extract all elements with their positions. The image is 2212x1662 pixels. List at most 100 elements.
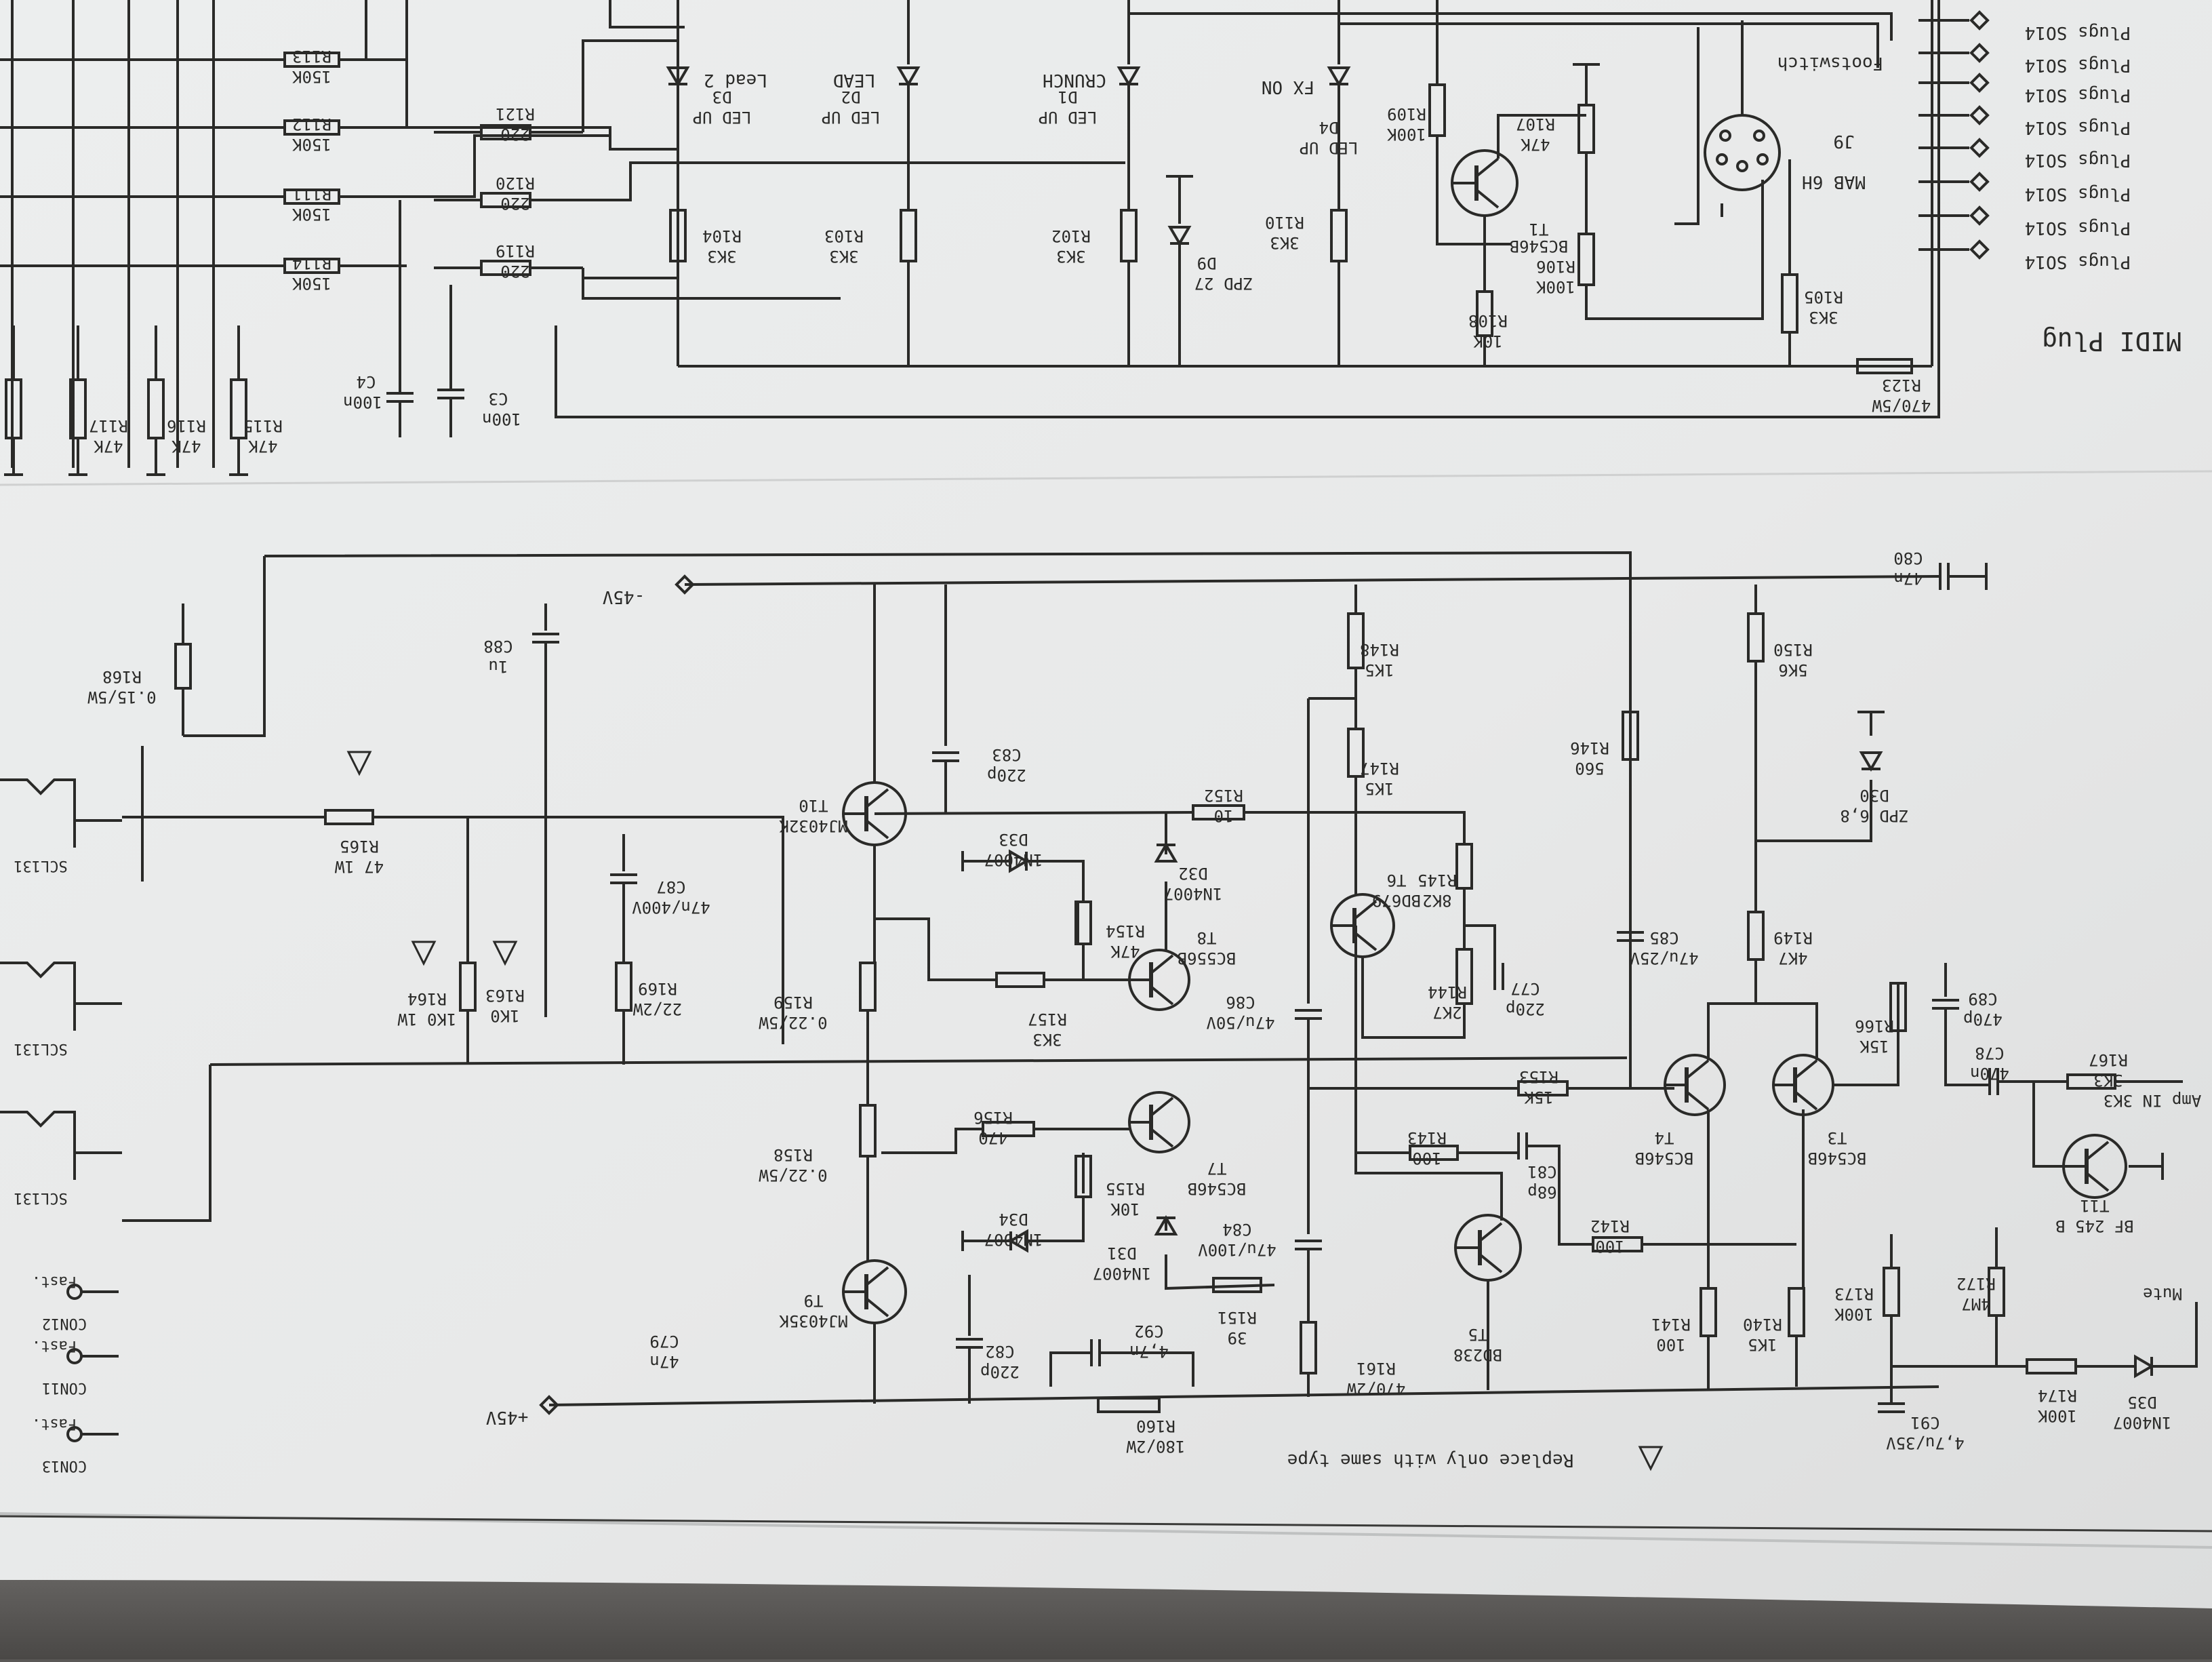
- connector-label: CON13: [42, 1457, 87, 1474]
- schematic-divider: [0, 470, 2212, 486]
- capacitor-value: 4,7n: [1129, 1342, 1169, 1361]
- diode: [666, 66, 690, 87]
- terminal: [1969, 10, 1990, 31]
- plug-label: Plugs SO14: [2025, 22, 2131, 43]
- transistor-lead: [1150, 954, 1174, 974]
- capacitor-value: 470p: [1963, 1010, 2003, 1029]
- zener-ref: D9: [1197, 254, 1217, 273]
- transistor-lead: [1150, 1096, 1174, 1117]
- resistor: [1700, 1287, 1717, 1337]
- resistor-ref: R109: [1387, 104, 1426, 123]
- resistor-ref: R153: [1519, 1067, 1559, 1086]
- resistor-value: 180/2W: [1126, 1437, 1185, 1456]
- resistor-value: 100K: [1834, 1305, 1874, 1324]
- midi-pin: [1736, 160, 1748, 172]
- resistor-ref: R157: [1028, 1010, 1067, 1029]
- resistor-value: 100: [1412, 1149, 1441, 1168]
- diode-type: 1N4007: [1093, 1264, 1152, 1283]
- plug-label: Plugs SO14: [2025, 117, 2131, 138]
- resistor: [1889, 982, 1907, 1032]
- transistor-type: BC546B: [1188, 1179, 1247, 1198]
- resistor-ref: R115: [243, 416, 283, 435]
- resistor-ref: R121: [496, 104, 535, 123]
- terminal: [1969, 239, 1990, 260]
- capacitor-ref: C80: [1893, 549, 1923, 568]
- resistor: [995, 972, 1045, 988]
- wire: [1756, 780, 1872, 842]
- diode-type: 1N4007: [1164, 884, 1223, 903]
- capacitor-ref: C88: [483, 637, 512, 656]
- transistor-lead: [1479, 1222, 1503, 1242]
- resistor-value: 3K3: [1056, 247, 1085, 266]
- resistor: [480, 192, 531, 208]
- resistor: [69, 378, 87, 439]
- diode-ref: D33: [999, 830, 1028, 849]
- resistor-ref: R107: [1516, 115, 1555, 134]
- jack-type-label: SCL131: [14, 1189, 67, 1206]
- resistor: [1622, 711, 1639, 761]
- resistor-value: 220: [500, 125, 529, 144]
- resistor-value: 10: [1214, 806, 1234, 825]
- resistor-ref: R156: [973, 1108, 1013, 1127]
- resistor: [283, 52, 340, 68]
- resistor: [1455, 843, 1473, 890]
- terminal: [1969, 138, 1990, 158]
- resistor: [324, 809, 374, 825]
- wire: [373, 816, 784, 1044]
- wire: [1790, 1002, 1818, 1061]
- resistor: [1192, 804, 1245, 820]
- resistor-value: 47K: [1110, 942, 1140, 961]
- midi-pin: [1719, 130, 1731, 142]
- diode-ref: D2: [841, 87, 861, 106]
- wire: [209, 1056, 1628, 1066]
- wire: [1026, 860, 1085, 902]
- warning-icon: [1638, 1446, 1664, 1471]
- capacitor-ref: C89: [1968, 989, 1997, 1008]
- resistor-value: 39: [1228, 1328, 1247, 1347]
- jack: [0, 778, 76, 848]
- resistor: [669, 209, 687, 262]
- diode-ref: D30: [1859, 786, 1889, 805]
- wire: [1497, 114, 1586, 159]
- transistor-lead: [865, 1266, 889, 1286]
- resistor-value: 0.22/5W: [759, 1166, 828, 1185]
- capacitor-ref: C92: [1134, 1322, 1163, 1341]
- wire: [583, 161, 1125, 201]
- resistor-ref: R174: [2038, 1386, 2077, 1405]
- resistor-ref: R143: [1407, 1128, 1447, 1147]
- resistor: [1747, 911, 1765, 961]
- capacitor-value: 47n: [1893, 569, 1923, 588]
- resistor-value: 0.22/5W: [759, 1013, 828, 1032]
- replace-note: Replace only with same type: [1287, 1450, 1574, 1470]
- resistor-ref: R150: [1773, 640, 1813, 659]
- paper-sheet: [0, 0, 2212, 1608]
- transistor-lead: [1353, 900, 1378, 920]
- midi-pin: [1756, 153, 1769, 165]
- wire: [1464, 924, 1496, 976]
- transistor-ref: T4: [1655, 1128, 1674, 1147]
- resistor: [1592, 1236, 1643, 1252]
- diode: [1859, 751, 1883, 772]
- capacitor-ref: C81: [1527, 1162, 1556, 1181]
- resistor: [1856, 358, 1913, 374]
- resistor-ref: R167: [2089, 1050, 2128, 1069]
- transistor-lead: [1150, 985, 1174, 1006]
- resistor-ref: R144: [1428, 983, 1467, 1002]
- diode-type: 1N4007: [2113, 1413, 2172, 1432]
- resistor-value: 1K5: [1748, 1335, 1777, 1354]
- connector-label: CON12: [42, 1315, 87, 1332]
- wire: [339, 134, 610, 198]
- diode: [2134, 1354, 2154, 1379]
- resistor-ref: R169: [638, 979, 677, 998]
- wire: [1027, 1197, 1085, 1242]
- diode: [1009, 849, 1029, 873]
- resistor-ref: R155: [1106, 1179, 1145, 1198]
- resistor: [859, 1104, 877, 1158]
- resistor: [147, 378, 165, 439]
- capacitor-value: 47u/25V: [1630, 949, 1698, 968]
- resistor: [283, 189, 340, 205]
- resistor-ref: R165: [340, 837, 379, 856]
- wire: [1338, 0, 1879, 68]
- resistor-value: 560: [1575, 759, 1604, 778]
